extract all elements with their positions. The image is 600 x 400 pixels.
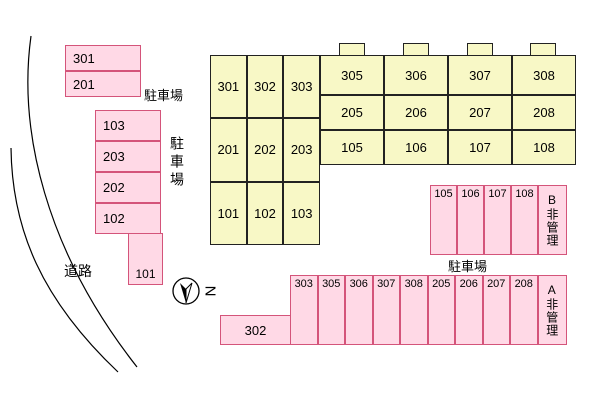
unit: 108 <box>512 130 576 165</box>
building-right: 305 306 307 308 205 206 207 208 105 106 … <box>320 55 576 165</box>
building-left: 301 302 303 201 202 203 101 102 103 <box>210 55 320 245</box>
unit: 107 <box>448 130 512 165</box>
parking-space: 203 <box>95 141 161 172</box>
unit: 303 <box>283 55 320 119</box>
bottom-lot-label: 駐車場 <box>448 259 488 274</box>
parking-space: 206 <box>455 275 483 345</box>
top-left-parking-lot: 301 201 <box>65 45 141 97</box>
parking-lot-b: 105 106 107 108 B非管理 <box>430 185 567 255</box>
parking-space: 307 <box>372 275 400 345</box>
parking-space: 302 <box>220 315 291 345</box>
unit: 308 <box>512 55 576 95</box>
parking-space: 305 <box>317 275 345 345</box>
parking-space: 107 <box>484 185 511 255</box>
unit: 301 <box>210 55 247 119</box>
lot-b-label: B非管理 <box>538 185 567 255</box>
unit: 207 <box>448 95 512 130</box>
parking-space: 103 <box>95 110 161 141</box>
unit: 202 <box>246 118 284 182</box>
lot-a-label: A非管理 <box>537 275 567 345</box>
unit: 203 <box>283 118 320 182</box>
parking-space: 205 <box>427 275 455 345</box>
parking-space: 208 <box>510 275 538 345</box>
parking-space: 306 <box>345 275 373 345</box>
unit: 302 <box>246 55 284 119</box>
compass-letter: N <box>202 286 219 297</box>
parking-space: 108 <box>511 185 538 255</box>
parking-space: 201 <box>65 71 141 97</box>
unit: 103 <box>283 181 320 245</box>
left-parking-lot: 103 203 202 102 <box>95 110 161 234</box>
top-left-lot-label: 駐車場 <box>144 88 184 103</box>
unit: 305 <box>320 55 384 95</box>
compass-needle-dark <box>180 283 186 303</box>
parking-space: 106 <box>457 185 484 255</box>
parking-space: 207 <box>482 275 510 345</box>
parking-space: 202 <box>95 172 161 203</box>
road-label: 道路 <box>64 263 92 279</box>
compass-needle-light <box>185 282 193 304</box>
parking-space: 301 <box>65 45 141 71</box>
parking-lot-a: 303 305 306 307 308 205 206 207 208 A非管理 <box>290 275 567 345</box>
parking-space: 308 <box>400 275 428 345</box>
parking-space: 102 <box>95 203 161 234</box>
unit: 201 <box>210 118 247 182</box>
unit: 206 <box>384 95 448 130</box>
unit: 105 <box>320 130 384 165</box>
unit: 101 <box>210 181 247 245</box>
unit: 205 <box>320 95 384 130</box>
north-arrow: N <box>172 277 219 305</box>
parking-space: 303 <box>290 275 318 345</box>
parking-space: 101 <box>128 233 163 285</box>
road-line-outer <box>27 35 138 368</box>
parking-space: 105 <box>430 185 457 255</box>
left-lot-label: 駐車場 <box>169 136 185 190</box>
unit: 208 <box>512 95 576 130</box>
unit: 307 <box>448 55 512 95</box>
unit: 106 <box>384 130 448 165</box>
unit: 306 <box>384 55 448 95</box>
road-line-inner <box>10 147 119 373</box>
unit: 102 <box>246 181 284 245</box>
